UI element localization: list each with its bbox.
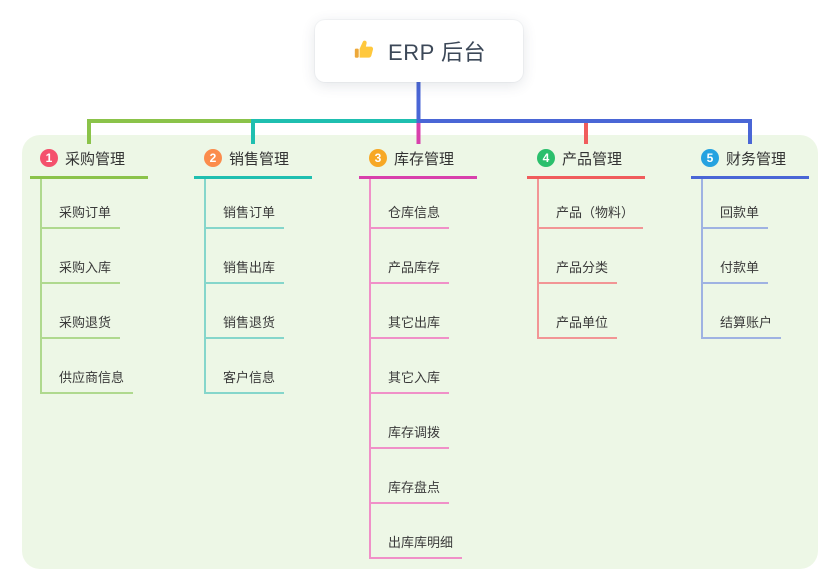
child-node[interactable]: 销售出库 — [206, 257, 285, 284]
child-row: 其它入库 — [371, 339, 477, 394]
child-node[interactable]: 出库库明细 — [371, 532, 463, 559]
child-node[interactable]: 产品分类 — [539, 257, 618, 284]
branch-4: 4 产品管理产品（物料） 产品分类产品单位 — [527, 147, 645, 339]
branch-title: 库存管理 — [394, 150, 455, 168]
thumbs-up-icon — [354, 40, 374, 58]
child-row: 产品库存 — [371, 229, 477, 284]
child-row: 库存调拨 — [371, 394, 477, 449]
branch-title: 采购管理 — [65, 150, 126, 168]
child-row: 供应商信息 — [42, 339, 148, 394]
branch-5: 5 财务管理回款单付款单结算账户 — [691, 147, 809, 339]
child-row: 产品分类 — [539, 229, 645, 284]
child-row: 客户信息 — [206, 339, 312, 394]
child-row: 结算账户 — [703, 284, 809, 339]
child-row: 产品单位 — [539, 284, 645, 339]
child-node[interactable]: 采购入库 — [42, 257, 121, 284]
child-node[interactable]: 销售退货 — [206, 312, 285, 339]
child-row: 销售退货 — [206, 284, 312, 339]
child-node[interactable]: 产品（物料） — [539, 202, 644, 229]
branch-2: 2 销售管理销售订单销售出库销售退货客户信息 — [194, 147, 312, 394]
branch-title: 产品管理 — [562, 150, 623, 168]
branch-children: 回款单付款单结算账户 — [701, 179, 809, 339]
child-row: 出库库明细 — [371, 504, 477, 559]
child-row: 采购订单 — [42, 179, 148, 229]
child-row: 采购退货 — [42, 284, 148, 339]
child-row: 其它出库 — [371, 284, 477, 339]
child-node[interactable]: 客户信息 — [206, 367, 285, 394]
branch-children: 仓库信息产品库存其它出库其它入库库存调拨库存盘点出库库明细 — [369, 179, 477, 559]
branch-index-badge: 2 — [204, 149, 222, 167]
child-row: 销售订单 — [206, 179, 312, 229]
branch-title: 销售管理 — [229, 150, 290, 168]
child-node[interactable]: 产品库存 — [371, 257, 450, 284]
child-node[interactable]: 产品单位 — [539, 312, 618, 339]
child-row: 采购入库 — [42, 229, 148, 284]
branch-header-5[interactable]: 5 财务管理 — [691, 147, 809, 179]
child-row: 回款单 — [703, 179, 809, 229]
child-node[interactable]: 供应商信息 — [42, 367, 134, 394]
branch-header-3[interactable]: 3 库存管理 — [359, 147, 477, 179]
child-node[interactable]: 其它入库 — [371, 367, 450, 394]
child-node[interactable]: 回款单 — [703, 202, 769, 229]
branch-children: 产品（物料） 产品分类产品单位 — [537, 179, 645, 339]
child-node[interactable]: 库存盘点 — [371, 477, 450, 504]
child-row: 付款单 — [703, 229, 809, 284]
root-node[interactable]: ERP 后台 — [315, 20, 523, 82]
branches-panel — [22, 135, 818, 569]
branch-1: 1 采购管理采购订单采购入库采购退货供应商信息 — [30, 147, 148, 394]
branch-3: 3 库存管理仓库信息产品库存其它出库其它入库库存调拨库存盘点出库库明细 — [359, 147, 477, 559]
child-node[interactable]: 结算账户 — [703, 312, 782, 339]
child-node[interactable]: 仓库信息 — [371, 202, 450, 229]
child-row: 仓库信息 — [371, 179, 477, 229]
branch-children: 采购订单采购入库采购退货供应商信息 — [40, 179, 148, 394]
branch-title: 财务管理 — [726, 150, 787, 168]
child-node[interactable]: 库存调拨 — [371, 422, 450, 449]
child-row: 产品（物料） — [539, 179, 645, 229]
branch-header-4[interactable]: 4 产品管理 — [527, 147, 645, 179]
branch-header-1[interactable]: 1 采购管理 — [30, 147, 148, 179]
branch-index-badge: 3 — [369, 149, 387, 167]
branch-header-2[interactable]: 2 销售管理 — [194, 147, 312, 179]
child-node[interactable]: 采购订单 — [42, 202, 121, 229]
root-node-label: ERP 后台 — [388, 40, 486, 65]
branch-index-badge: 4 — [537, 149, 555, 167]
child-row: 销售出库 — [206, 229, 312, 284]
child-row: 库存盘点 — [371, 449, 477, 504]
branch-children: 销售订单销售出库销售退货客户信息 — [204, 179, 312, 394]
child-node[interactable]: 采购退货 — [42, 312, 121, 339]
child-node[interactable]: 其它出库 — [371, 312, 450, 339]
child-node[interactable]: 付款单 — [703, 257, 769, 284]
branch-index-badge: 5 — [701, 149, 719, 167]
branch-index-badge: 1 — [40, 149, 58, 167]
child-node[interactable]: 销售订单 — [206, 202, 285, 229]
